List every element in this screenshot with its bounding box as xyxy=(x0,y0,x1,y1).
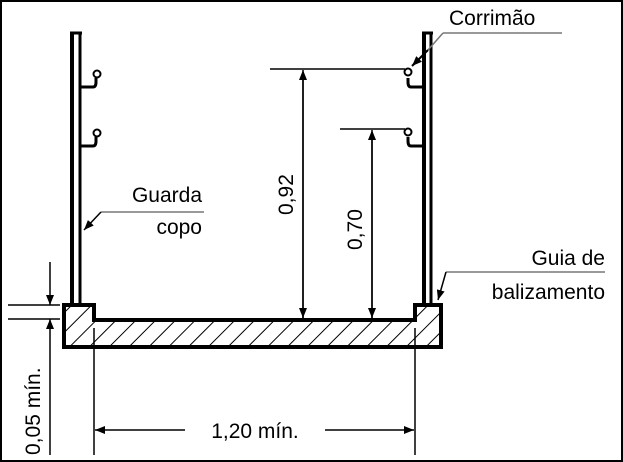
right-handrails xyxy=(403,67,423,148)
dimension-0-70 xyxy=(340,128,405,318)
dimension-label-0-92: 0,92 xyxy=(275,174,298,215)
guard-label-line2: copo xyxy=(156,216,202,239)
guard-leader xyxy=(83,211,204,231)
dimension-label-0-05: 0,05 mín. xyxy=(22,367,45,455)
right-guard-post xyxy=(422,31,433,305)
guide-label-line2: balizamento xyxy=(492,281,605,304)
handrail-leader xyxy=(411,32,562,67)
dimension-0-05 xyxy=(8,262,60,455)
left-handrails xyxy=(81,69,102,148)
guard-label-line1: Guarda xyxy=(132,184,202,207)
dimension-1-20 xyxy=(93,328,416,455)
handrail-label: Corrimão xyxy=(449,7,535,30)
guide-label-line1: Guia de xyxy=(531,247,605,270)
dimension-0-92 xyxy=(270,68,405,318)
left-guard-post xyxy=(70,31,82,305)
guide-leader xyxy=(436,271,605,301)
base-slab xyxy=(62,303,443,349)
dimension-label-0-70: 0,70 xyxy=(344,209,367,250)
dimension-label-1-20: 1,20 mín. xyxy=(211,420,299,443)
